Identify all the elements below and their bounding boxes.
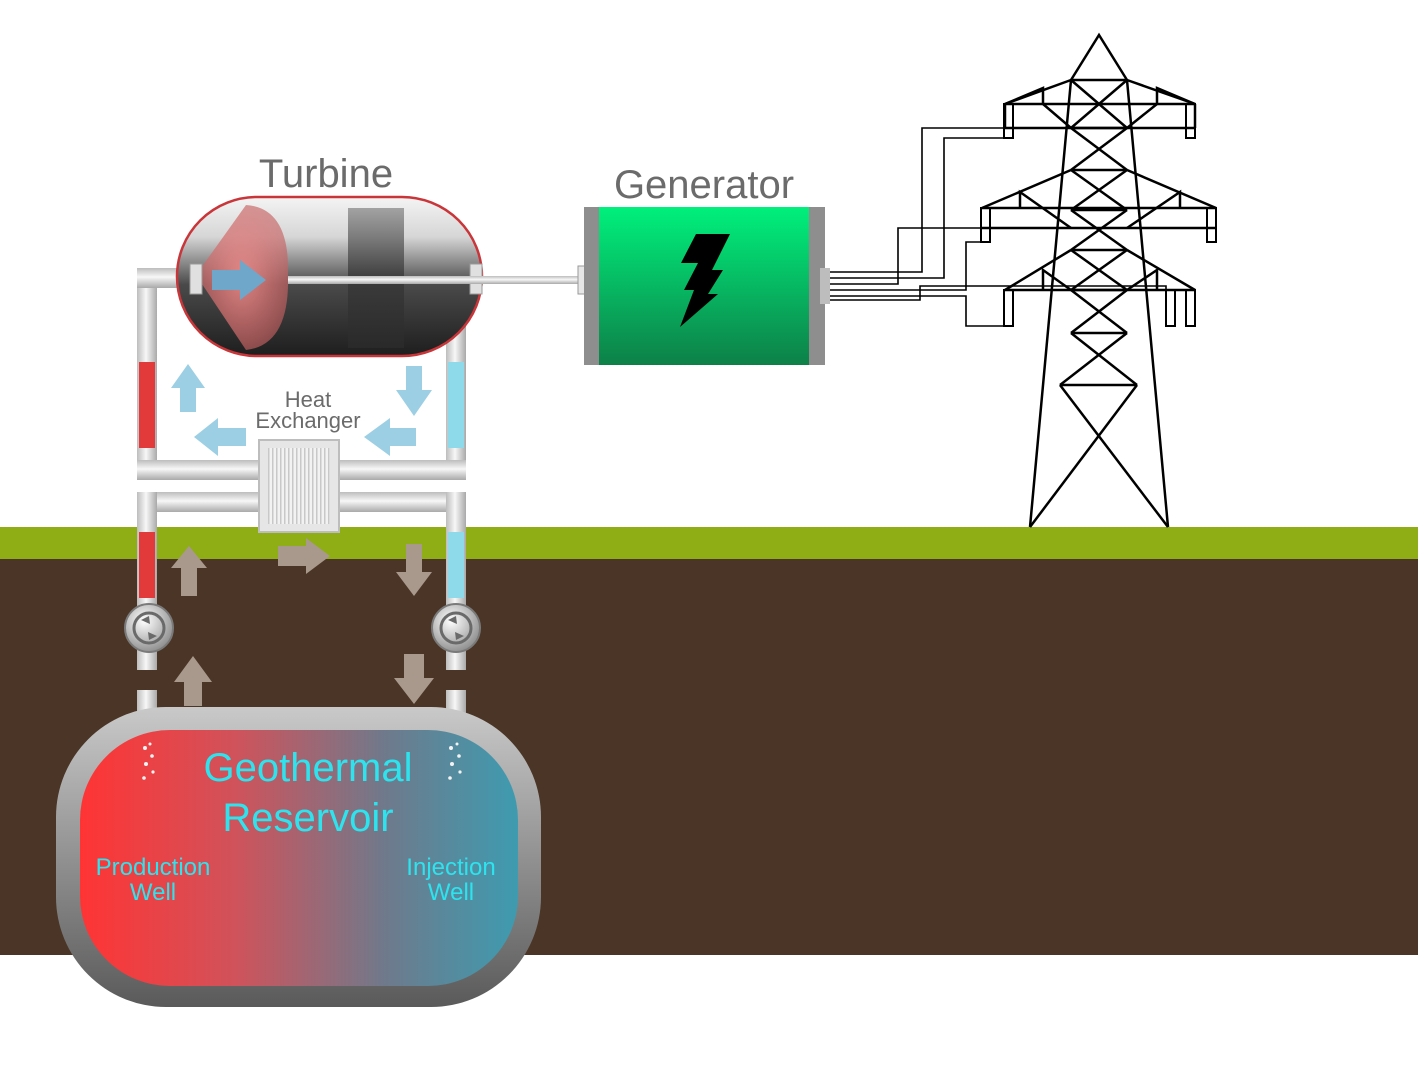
arrow-left — [194, 418, 246, 456]
arrow-down — [396, 544, 432, 596]
transmission-tower-icon — [980, 32, 1217, 528]
heat-exchanger-label-line2: Exchanger — [255, 408, 360, 433]
circular-arrows-icon — [448, 616, 464, 640]
production-well-label-line2: Well — [130, 879, 176, 906]
turbine-label: Turbine — [259, 152, 393, 196]
arrow-left — [364, 418, 416, 456]
turbine-shaft — [288, 276, 584, 284]
arrow-down — [394, 654, 434, 704]
hot-fluid-segment — [139, 362, 155, 448]
bubbles — [142, 742, 462, 780]
working-fluid-loop — [137, 268, 466, 480]
injection-well-label-line1: Injection — [406, 854, 495, 881]
arrow-right — [278, 538, 330, 574]
heat-exchanger-label-line1: Heat — [285, 387, 331, 412]
working-fluid-flow-arrows — [171, 364, 432, 456]
reservoir-label-line2: Reservoir — [222, 796, 393, 840]
cold-fluid-segment — [448, 362, 464, 448]
arrow-down — [396, 366, 432, 416]
heat-exchanger — [258, 439, 340, 533]
reservoir-label-line1: Geothermal — [204, 746, 413, 790]
arrow-up — [171, 364, 205, 412]
generator — [584, 207, 830, 365]
production-well-label-line1: Production — [96, 854, 211, 881]
injection-pump — [431, 603, 481, 653]
lightning-bolt-icon — [680, 234, 730, 327]
injection-well-label-line2: Well — [428, 879, 474, 906]
brine-flow-arrows — [171, 538, 434, 706]
production-pump — [124, 603, 174, 653]
arrow-up — [174, 656, 212, 706]
inlet-flow-arrow — [212, 260, 266, 300]
arrow-up — [171, 546, 207, 596]
power-lines — [826, 127, 1167, 327]
geothermal-reservoir — [56, 707, 541, 1007]
circular-arrows-icon — [141, 616, 157, 640]
generator-label: Generator — [614, 163, 794, 207]
grass-strip — [0, 527, 1418, 559]
